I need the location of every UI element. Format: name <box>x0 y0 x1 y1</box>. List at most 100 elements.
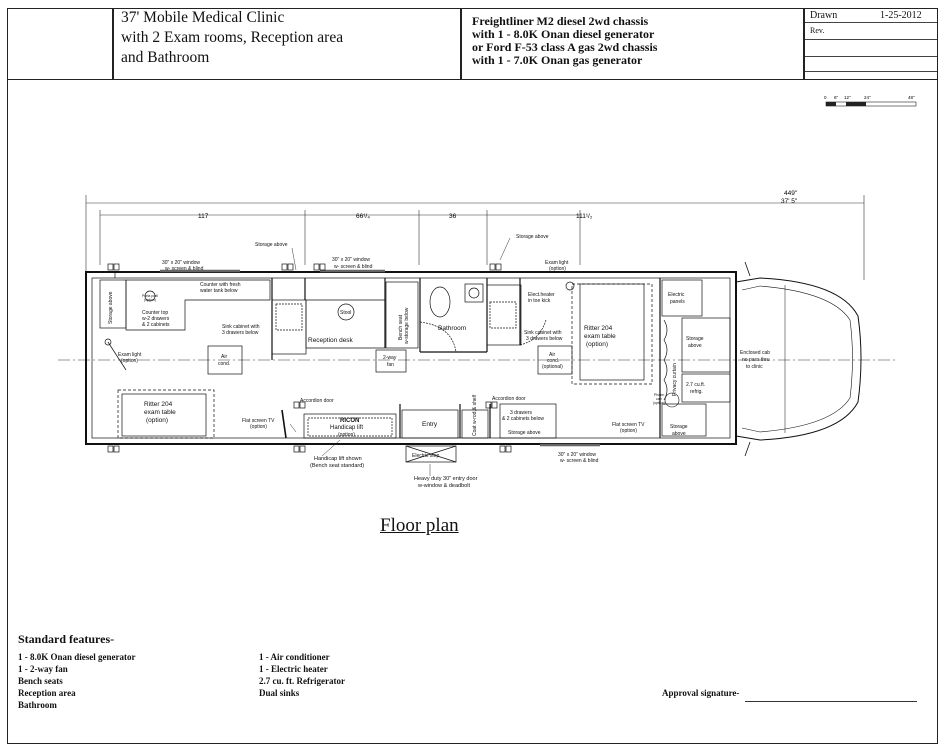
feature-item: Bathroom <box>18 700 57 710</box>
chassis-line-1: Freightliner M2 diesel 2wd chassis <box>472 14 649 28</box>
feature-item: Reception area <box>18 688 76 698</box>
label-storage-right-a: Storage <box>686 336 704 342</box>
label-drawers-b: & 2 cabinets below <box>502 416 544 422</box>
label-electric-step: Electric step <box>412 453 439 459</box>
label-pharm-a: Pharm <box>654 393 664 397</box>
label-window3-b: w- screen & blind <box>560 458 599 464</box>
label-storage-right-b: above <box>688 343 702 349</box>
scale-label-12: 12" <box>844 95 851 100</box>
drawn-date: 1-25-2012 <box>880 10 922 21</box>
dim-seg4: 111¹/₂ <box>576 213 593 220</box>
label-storage-lowright-b: above <box>672 431 686 437</box>
plan-labels: Storage above 30" x 20" window w- screen… <box>108 234 770 489</box>
label-enclosed-cab-a: Enclosed cab <box>740 350 770 356</box>
feature-item: 1 - 8.0K Onan diesel generator <box>18 652 136 662</box>
label-storage-above-low: Storage above <box>508 430 541 436</box>
label-sink-right-a: Sink cabinet with <box>524 330 562 336</box>
label-counter-fresh-b: water tank below <box>200 288 238 294</box>
label-drawers-a: 3 drawers <box>510 410 532 416</box>
label-window2-b: w- screen & blind <box>334 264 373 270</box>
label-ritter-left-c: (option) <box>146 417 168 424</box>
label-ritter-left-a: Ritter 204 <box>144 401 173 408</box>
title-divider-1 <box>112 8 114 80</box>
label-sink-left-a: Sink cabinet with <box>222 324 260 330</box>
label-sink-right-b: 3 drawers below <box>526 336 563 342</box>
label-ricon-a: RICON <box>340 418 359 424</box>
approval-signature-line[interactable] <box>745 701 917 702</box>
label-heavy-door-b: w-window & deadbolt <box>417 483 470 489</box>
scale-label-48: 48" <box>908 95 915 100</box>
label-air-cond-right-b: cond. <box>547 358 559 364</box>
label-air-cond-left-a: Air <box>221 354 227 360</box>
label-counter-top-c: & 2 cabinets <box>142 322 170 328</box>
chassis-line-4: with 1 - 7.0K Onan gas generator <box>472 53 643 67</box>
label-enclosed-cab-b: no pass thru <box>742 357 770 363</box>
label-porta-potti-b: (option) <box>144 298 156 302</box>
title-block <box>7 8 938 80</box>
dim-seg2: 66¹/₄ <box>356 213 370 220</box>
drawing-frame <box>7 80 938 744</box>
label-fan-b: fan <box>387 362 394 368</box>
label-bench-seat-b: w-storage below <box>404 307 410 344</box>
label-exam-light-left-a: Exam light <box>118 352 142 358</box>
features-heading: Standard features- <box>18 632 115 646</box>
label-window1-a: 30" x 20" window <box>162 260 200 266</box>
label-ritter-right-b: exam table <box>584 333 616 340</box>
label-accordion-left: Accordion door <box>300 398 334 404</box>
label-storage-lowright-a: Storage <box>670 424 688 430</box>
label-refrig-a: 2.7 cu.ft. <box>686 382 705 388</box>
label-flat-tv-left-b: (option) <box>250 424 267 430</box>
feature-item: 2.7 cu. ft. Refrigerator <box>259 676 345 686</box>
title-divider-2 <box>460 8 462 80</box>
label-fan-a: 2-way <box>383 355 397 361</box>
label-pharm-c: (option) <box>653 401 665 405</box>
chassis-spec: Freightliner M2 diesel 2wd chassis with … <box>472 15 802 67</box>
feature-item: Dual sinks <box>259 688 300 698</box>
label-air-cond-right-c: (optional) <box>542 364 563 370</box>
scale-label-24: 24" <box>864 95 871 100</box>
label-ritter-right-a: Ritter 204 <box>584 325 613 332</box>
title-line-2: with 2 Exam rooms, Reception area <box>121 29 344 46</box>
label-refrig-b: refrig. <box>690 389 703 395</box>
dim-overall-ft: 37' 5" <box>781 198 798 205</box>
floor-plan-caption: Floor plan <box>380 515 459 536</box>
label-reception-desk: Reception desk <box>308 337 354 344</box>
title-divider-3 <box>803 8 805 80</box>
label-ritter-right-c: (option) <box>586 341 608 348</box>
pharm-cab-circle <box>664 392 680 408</box>
approval-label: Approval signature- <box>662 688 740 698</box>
outer-walls <box>85 271 737 445</box>
chassis-line-3: or Ford F-53 class A gas 2wd chassis <box>472 40 658 54</box>
label-ricon-b: Handicap lift <box>330 425 363 431</box>
label-storage-left: Storage above <box>108 291 114 324</box>
title-line-3: and Bathroom <box>121 49 210 66</box>
label-window3-a: 30" x 20" window <box>558 452 596 458</box>
features-col2: 1 - Air conditioner 1 - Electric heater … <box>259 651 459 699</box>
drawn-label: Drawn <box>810 10 838 21</box>
label-handicap-lift-b: (Bench seat standard) <box>310 463 364 469</box>
dim-overall: 449" <box>784 190 798 197</box>
label-electric-panels-a: Electric <box>668 292 685 298</box>
chassis-line-2: with 1 - 8.0K Onan diesel generator <box>472 27 655 41</box>
scale-bar: 0 6" 12" 24" 48" <box>824 95 917 107</box>
label-air-cond-left-b: cond. <box>218 361 230 367</box>
feature-item: Bench seats <box>18 676 63 686</box>
label-bathroom: Bathroom <box>438 325 466 332</box>
label-storage-above-mid: Storage above <box>516 234 549 240</box>
rev-label: Rev. <box>810 26 825 35</box>
feature-item: 1 - 2-way fan <box>18 664 68 674</box>
label-elec-heater-b: in toe kick <box>528 298 551 304</box>
dim-seg3: 36 <box>449 213 457 220</box>
label-elec-heater-a: Elect.heater <box>528 292 555 298</box>
label-exam-light-left-b: (option) <box>121 358 138 364</box>
feature-item: 1 - Air conditioner <box>259 652 330 662</box>
label-air-cond-right-a: Air <box>549 352 555 358</box>
project-title: 37' Mobile Medical Clinic with 2 Exam ro… <box>121 8 456 68</box>
label-counter-fresh-a: Counter with fresh <box>200 282 241 288</box>
dim-seg1: 117 <box>198 213 209 220</box>
scale-label-6: 6" <box>834 95 839 100</box>
title-line-1: 37' Mobile Medical Clinic <box>121 9 285 26</box>
feature-item: 1 - Electric heater <box>259 664 328 674</box>
label-flat-tv-left-a: Flat screen TV <box>242 418 275 424</box>
label-bench-seat-a: Bench seat <box>398 314 404 340</box>
